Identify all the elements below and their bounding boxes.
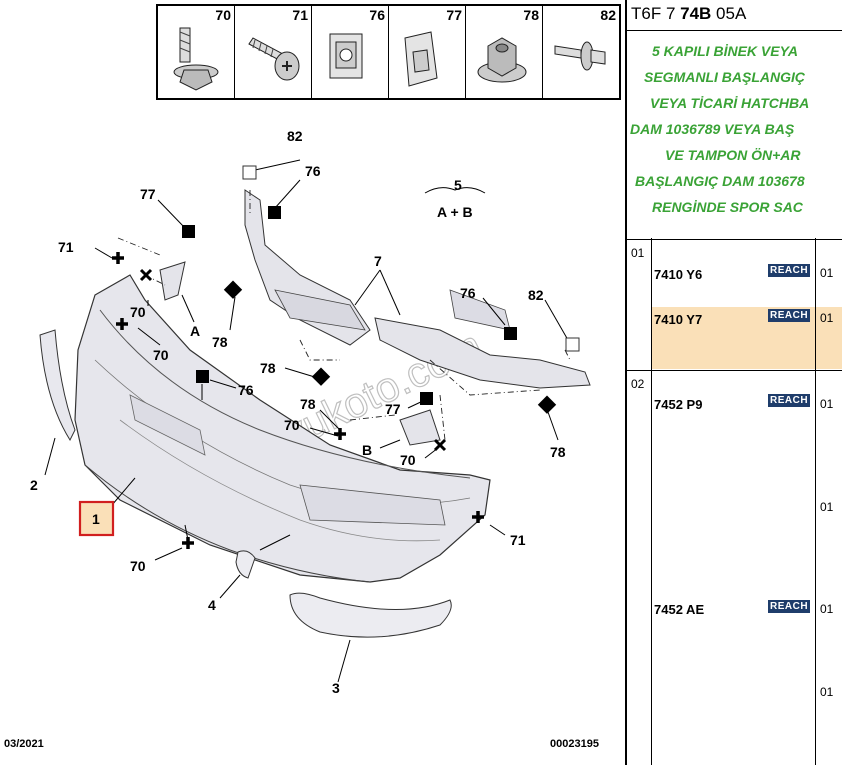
callout-82: 82 [528, 287, 544, 303]
group-number: 01 [631, 246, 645, 260]
hardware-item-71[interactable]: 71 [235, 6, 312, 98]
quantity: 01 [820, 500, 834, 514]
callout-78: 78 [212, 334, 228, 350]
quantity: 01 [820, 266, 834, 280]
callout-70: 70 [153, 347, 169, 363]
quantity: 01 [820, 397, 834, 411]
description-line: BAŞLANGIÇ DAM 103678 [635, 173, 805, 189]
reach-badge: REACH [768, 600, 811, 613]
callout-B: B [362, 442, 372, 458]
description-line: VEYA TİCARİ HATCHBA [650, 95, 810, 111]
hex-nut-icon [477, 37, 527, 83]
quantity: 01 [820, 311, 834, 325]
hardware-number: 77 [446, 7, 462, 23]
part-code[interactable]: 7452 AE [654, 602, 705, 617]
hardware-legend: 70 71 76 77 78 [156, 4, 621, 100]
bolt-flange-icon [173, 27, 219, 91]
part-code[interactable]: 7452 P9 [654, 397, 703, 412]
doc-number-footer: 00023195 [550, 738, 599, 750]
callout-5-sub: A + B [437, 204, 473, 220]
rear-bumper-part-1[interactable] [74, 274, 491, 583]
hardware-number: 70 [215, 7, 231, 23]
bracket-part-7[interactable] [244, 189, 591, 389]
reference-code: T6F 7 74B 05A [631, 4, 747, 23]
insert-part-4[interactable] [235, 550, 256, 579]
callout-70: 70 [130, 304, 146, 320]
part-code[interactable]: 7410 Y7 [654, 312, 703, 327]
hardware-item-70[interactable]: 70 [158, 6, 235, 98]
callout-5: 5 [454, 177, 462, 193]
description-line: SEGMANLI BAŞLANGIÇ [644, 69, 805, 85]
open-square-marker-icon [242, 165, 580, 352]
callout-A: A [190, 323, 200, 339]
callout-77: 77 [385, 401, 401, 417]
description-box: 5 KAPILI BİNEK VEYA SEGMANLI BAŞLANGIÇ V… [627, 30, 842, 240]
callout-71: 71 [510, 532, 526, 548]
reach-badge: REACH [768, 264, 811, 277]
callout-78: 78 [300, 396, 316, 412]
group-02: 02 [627, 371, 842, 765]
callout-70: 70 [284, 417, 300, 433]
bracket-clip-icon [404, 31, 438, 87]
hardware-item-77[interactable]: 77 [389, 6, 466, 98]
hardware-number: 71 [292, 7, 308, 23]
reach-badge: REACH [768, 394, 811, 407]
part-code[interactable]: 7410 Y6 [654, 267, 703, 282]
hardware-item-76[interactable]: 76 [312, 6, 389, 98]
lower-trim-part-3[interactable] [289, 592, 452, 638]
hardware-item-78[interactable]: 78 [466, 6, 543, 98]
parts-diagram: duyukoto.com [30, 128, 591, 696]
callout-78: 78 [260, 360, 276, 376]
callout-71: 71 [58, 239, 74, 255]
hardware-number: 76 [369, 7, 385, 23]
callout-82: 82 [287, 128, 303, 144]
description-line: DAM 1036789 VEYA BAŞ [630, 121, 795, 137]
callout-4: 4 [208, 597, 216, 613]
description-line: RENGİNDE SPOR SAC [652, 199, 803, 215]
reach-badge: REACH [768, 309, 811, 322]
callout-77: 77 [140, 186, 156, 202]
group-01: 01 [627, 238, 842, 371]
selected-row-highlight [651, 307, 842, 369]
clip-nut-icon [329, 33, 363, 79]
x-marker-icon [139, 268, 447, 452]
callout-70: 70 [400, 452, 416, 468]
parts-info-panel: T6F 7 74B 05A 5 KAPILI BİNEK VEYA SEGMAN… [625, 0, 842, 765]
callout-1: 1 [92, 511, 100, 527]
screw-icon [248, 37, 300, 81]
callout-1-box[interactable] [78, 500, 115, 537]
callout-70: 70 [130, 558, 146, 574]
callout-2: 2 [30, 477, 38, 493]
callout-7: 7 [374, 253, 382, 269]
callout-76: 76 [460, 285, 476, 301]
side-strip-part-2[interactable] [39, 329, 76, 442]
quantity: 01 [820, 602, 834, 616]
callout-3: 3 [332, 680, 340, 696]
push-rivet-icon [554, 41, 606, 71]
hardware-item-82[interactable]: 82 [543, 6, 619, 98]
filled-square-marker-icon [182, 206, 557, 414]
callout-78: 78 [550, 444, 566, 460]
plus-marker-icon [112, 252, 484, 549]
description-line: VE TAMPON ÖN+AR [665, 147, 801, 163]
quantity: 01 [820, 685, 834, 699]
hardware-number: 82 [600, 7, 616, 23]
date-footer: 03/2021 [4, 738, 44, 750]
description-line: 5 KAPILI BİNEK VEYA [652, 43, 798, 59]
callout-76: 76 [305, 163, 321, 179]
callout-76: 76 [238, 382, 254, 398]
hardware-number: 78 [523, 7, 539, 23]
group-number: 02 [631, 377, 645, 391]
